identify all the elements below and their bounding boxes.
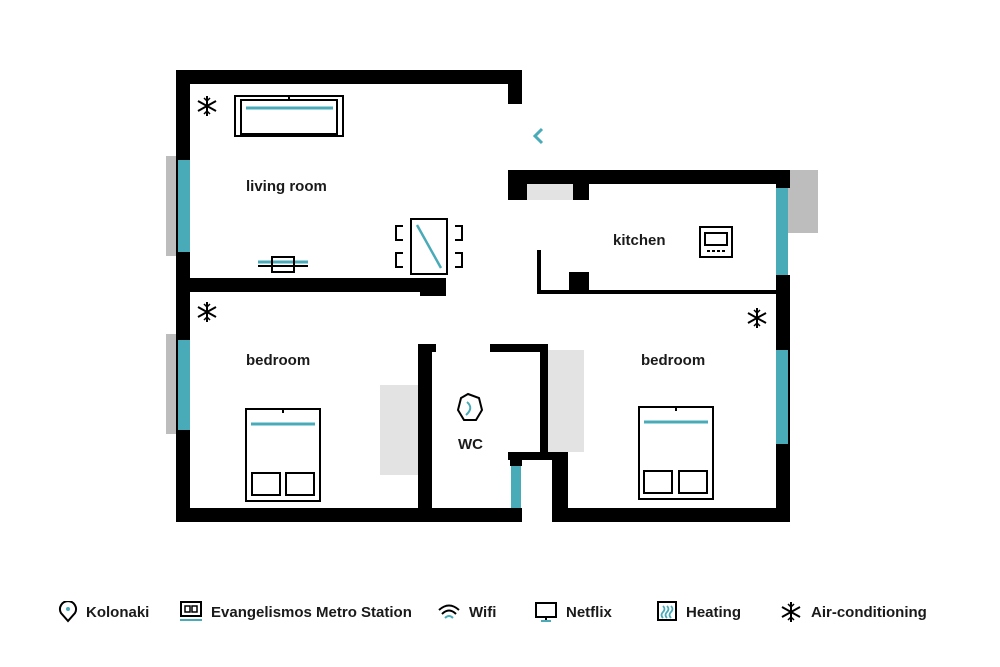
window-shade-living xyxy=(166,156,178,256)
window-shade-kitchen xyxy=(787,170,818,233)
floor-plan: living room kitchen bedroom bedroom WC xyxy=(166,70,818,522)
stove-icon xyxy=(699,226,733,258)
ac-living-icon xyxy=(197,95,217,117)
wc-label: WC xyxy=(458,436,483,453)
bed-left-icon xyxy=(245,408,321,502)
wifi-icon xyxy=(438,604,460,619)
ac-bedroom-right-icon xyxy=(747,307,767,329)
legend-item-metro: Evangelismos Metro Station xyxy=(179,596,412,628)
metro-station-icon xyxy=(180,601,202,621)
legend-label-heating: Heating xyxy=(686,603,742,621)
windows xyxy=(178,160,788,508)
heating-icon xyxy=(657,601,677,621)
ac-bedroom-left-icon xyxy=(197,301,217,323)
tv-icon xyxy=(535,602,557,622)
bedroom-right-label: bedroom xyxy=(641,352,705,369)
toilet-icon xyxy=(456,392,484,421)
wardrobe-left xyxy=(380,385,418,475)
tv-stand-icon xyxy=(258,256,308,273)
legend-label-metro: Evangelismos Metro Station xyxy=(211,603,412,621)
location-pin-icon xyxy=(59,601,77,623)
legend-label-netflix: Netflix xyxy=(566,603,612,621)
legend-item-location: Kolonaki xyxy=(58,596,149,628)
kitchen-label: kitchen xyxy=(613,232,666,249)
dining-table-icon xyxy=(395,218,463,275)
window-shade-bedroom-left xyxy=(166,334,178,434)
legend-label-ac: Air-conditioning xyxy=(811,603,927,621)
living-room-label: living room xyxy=(246,178,327,195)
amenities-legend: Kolonaki Evangelismos Metro Station Wifi… xyxy=(0,596,1000,632)
kitchen-shelf xyxy=(527,183,573,200)
legend-item-wifi: Wifi xyxy=(437,596,496,628)
snowflake-icon xyxy=(781,601,801,623)
walls xyxy=(176,70,790,522)
legend-label-location: Kolonaki xyxy=(86,603,150,621)
sofa-icon xyxy=(234,95,344,137)
legend-label-wifi: Wifi xyxy=(469,603,497,621)
bedroom-left-label: bedroom xyxy=(246,352,310,369)
bed-right-icon xyxy=(638,406,714,500)
legend-item-ac: Air-conditioning xyxy=(779,596,927,628)
entrance-arrow-icon xyxy=(532,127,544,145)
legend-item-heating: Heating xyxy=(656,596,741,628)
legend-item-netflix: Netflix xyxy=(534,596,612,628)
wardrobe-right xyxy=(548,350,584,452)
